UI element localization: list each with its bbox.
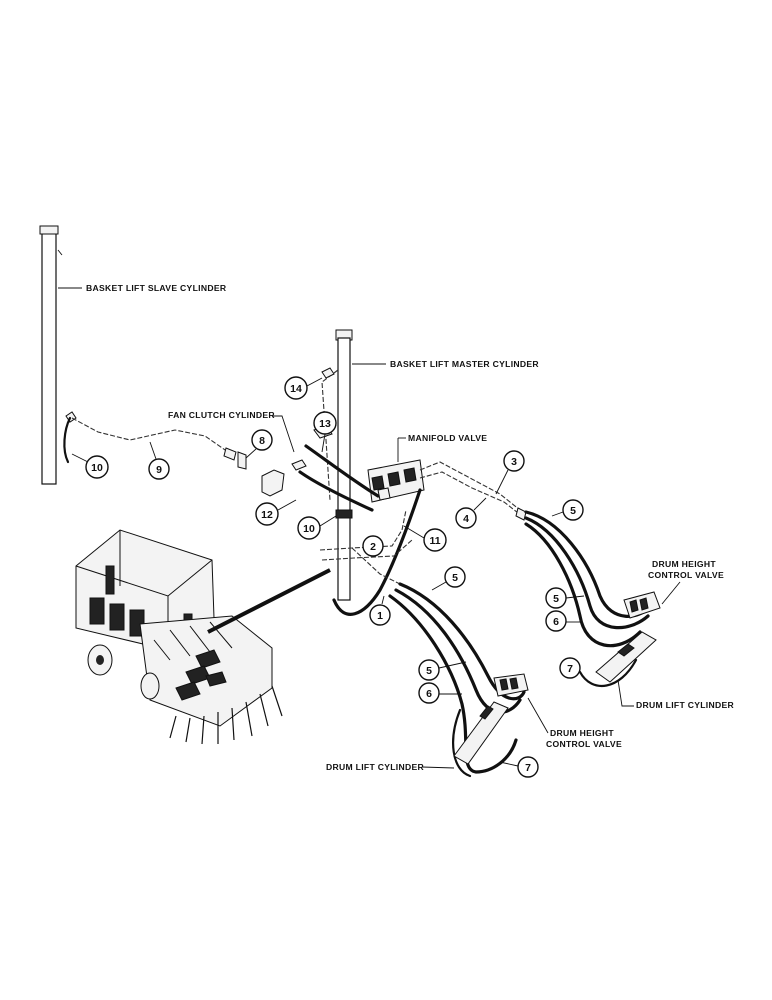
- svg-text:7: 7: [525, 762, 531, 774]
- callout-5-right-mid: 5: [545, 587, 567, 609]
- label-drum-height-control-valve-left-2: CONTROL VALVE: [546, 739, 622, 749]
- svg-text:2: 2: [370, 541, 376, 553]
- svg-text:10: 10: [91, 462, 103, 474]
- basket-lift-slave-cylinder: [39, 225, 247, 485]
- label-basket-lift-slave-cylinder: BASKET LIFT SLAVE CYLINDER: [86, 283, 227, 293]
- svg-text:5: 5: [553, 593, 559, 605]
- callout-4: 4: [455, 507, 477, 529]
- callout-6-right: 6: [545, 610, 567, 632]
- label-drum-height-control-valve-left-1: DRUM HEIGHT: [550, 728, 614, 738]
- callout-13: 13: [313, 411, 337, 435]
- svg-text:6: 6: [553, 616, 559, 628]
- callout-9: 9: [148, 458, 170, 480]
- label-drum-lift-cylinder-right: DRUM LIFT CYLINDER: [636, 700, 735, 710]
- svg-text:13: 13: [319, 418, 331, 430]
- callout-10-center: 10: [297, 516, 321, 540]
- callout-2: 2: [362, 535, 384, 557]
- callout-14: 14: [284, 376, 308, 400]
- svg-text:7: 7: [567, 663, 573, 675]
- callout-5-left-mid: 5: [418, 659, 440, 681]
- drum-lift-cylinder-right: [595, 631, 657, 683]
- svg-text:10: 10: [303, 523, 315, 535]
- svg-text:5: 5: [426, 665, 432, 677]
- callout-11: 11: [423, 528, 447, 552]
- callout-5-right-top: 5: [562, 499, 584, 521]
- label-fan-clutch-cylinder: FAN CLUTCH CYLINDER: [168, 410, 275, 420]
- callout-10-left: 10: [85, 455, 109, 479]
- drum-height-control-valve-left: [493, 673, 529, 697]
- svg-text:3: 3: [511, 456, 517, 468]
- label-manifold-valve: MANIFOLD VALVE: [408, 433, 487, 443]
- label-drum-height-control-valve-right-1: DRUM HEIGHT: [652, 559, 716, 569]
- svg-text:5: 5: [452, 572, 458, 584]
- drum-height-control-valve-right: [623, 591, 661, 619]
- svg-text:5: 5: [570, 505, 576, 517]
- svg-text:4: 4: [463, 513, 469, 525]
- svg-text:14: 14: [290, 383, 302, 395]
- label-drum-lift-cylinder-left: DRUM LIFT CYLINDER: [326, 762, 425, 772]
- callout-7-left: 7: [517, 756, 539, 778]
- callout-5-left-top: 5: [444, 566, 466, 588]
- callout-6-left: 6: [418, 682, 440, 704]
- callout-8: 8: [251, 429, 273, 451]
- callout-12: 12: [255, 502, 279, 526]
- svg-text:12: 12: [261, 509, 273, 521]
- svg-text:6: 6: [426, 688, 432, 700]
- svg-text:9: 9: [156, 464, 162, 476]
- svg-text:11: 11: [429, 535, 440, 547]
- svg-text:1: 1: [377, 610, 383, 622]
- label-basket-lift-master-cylinder: BASKET LIFT MASTER CYLINDER: [390, 359, 539, 369]
- drum-lift-cylinder-left: [453, 701, 509, 765]
- svg-text:8: 8: [259, 435, 265, 447]
- cotton-picker-machine-illustration: [75, 529, 283, 745]
- callout-1: 1: [369, 604, 391, 626]
- callout-7-right: 7: [559, 657, 581, 679]
- label-drum-height-control-valve-right-2: CONTROL VALVE: [648, 570, 724, 580]
- callout-3: 3: [503, 450, 525, 472]
